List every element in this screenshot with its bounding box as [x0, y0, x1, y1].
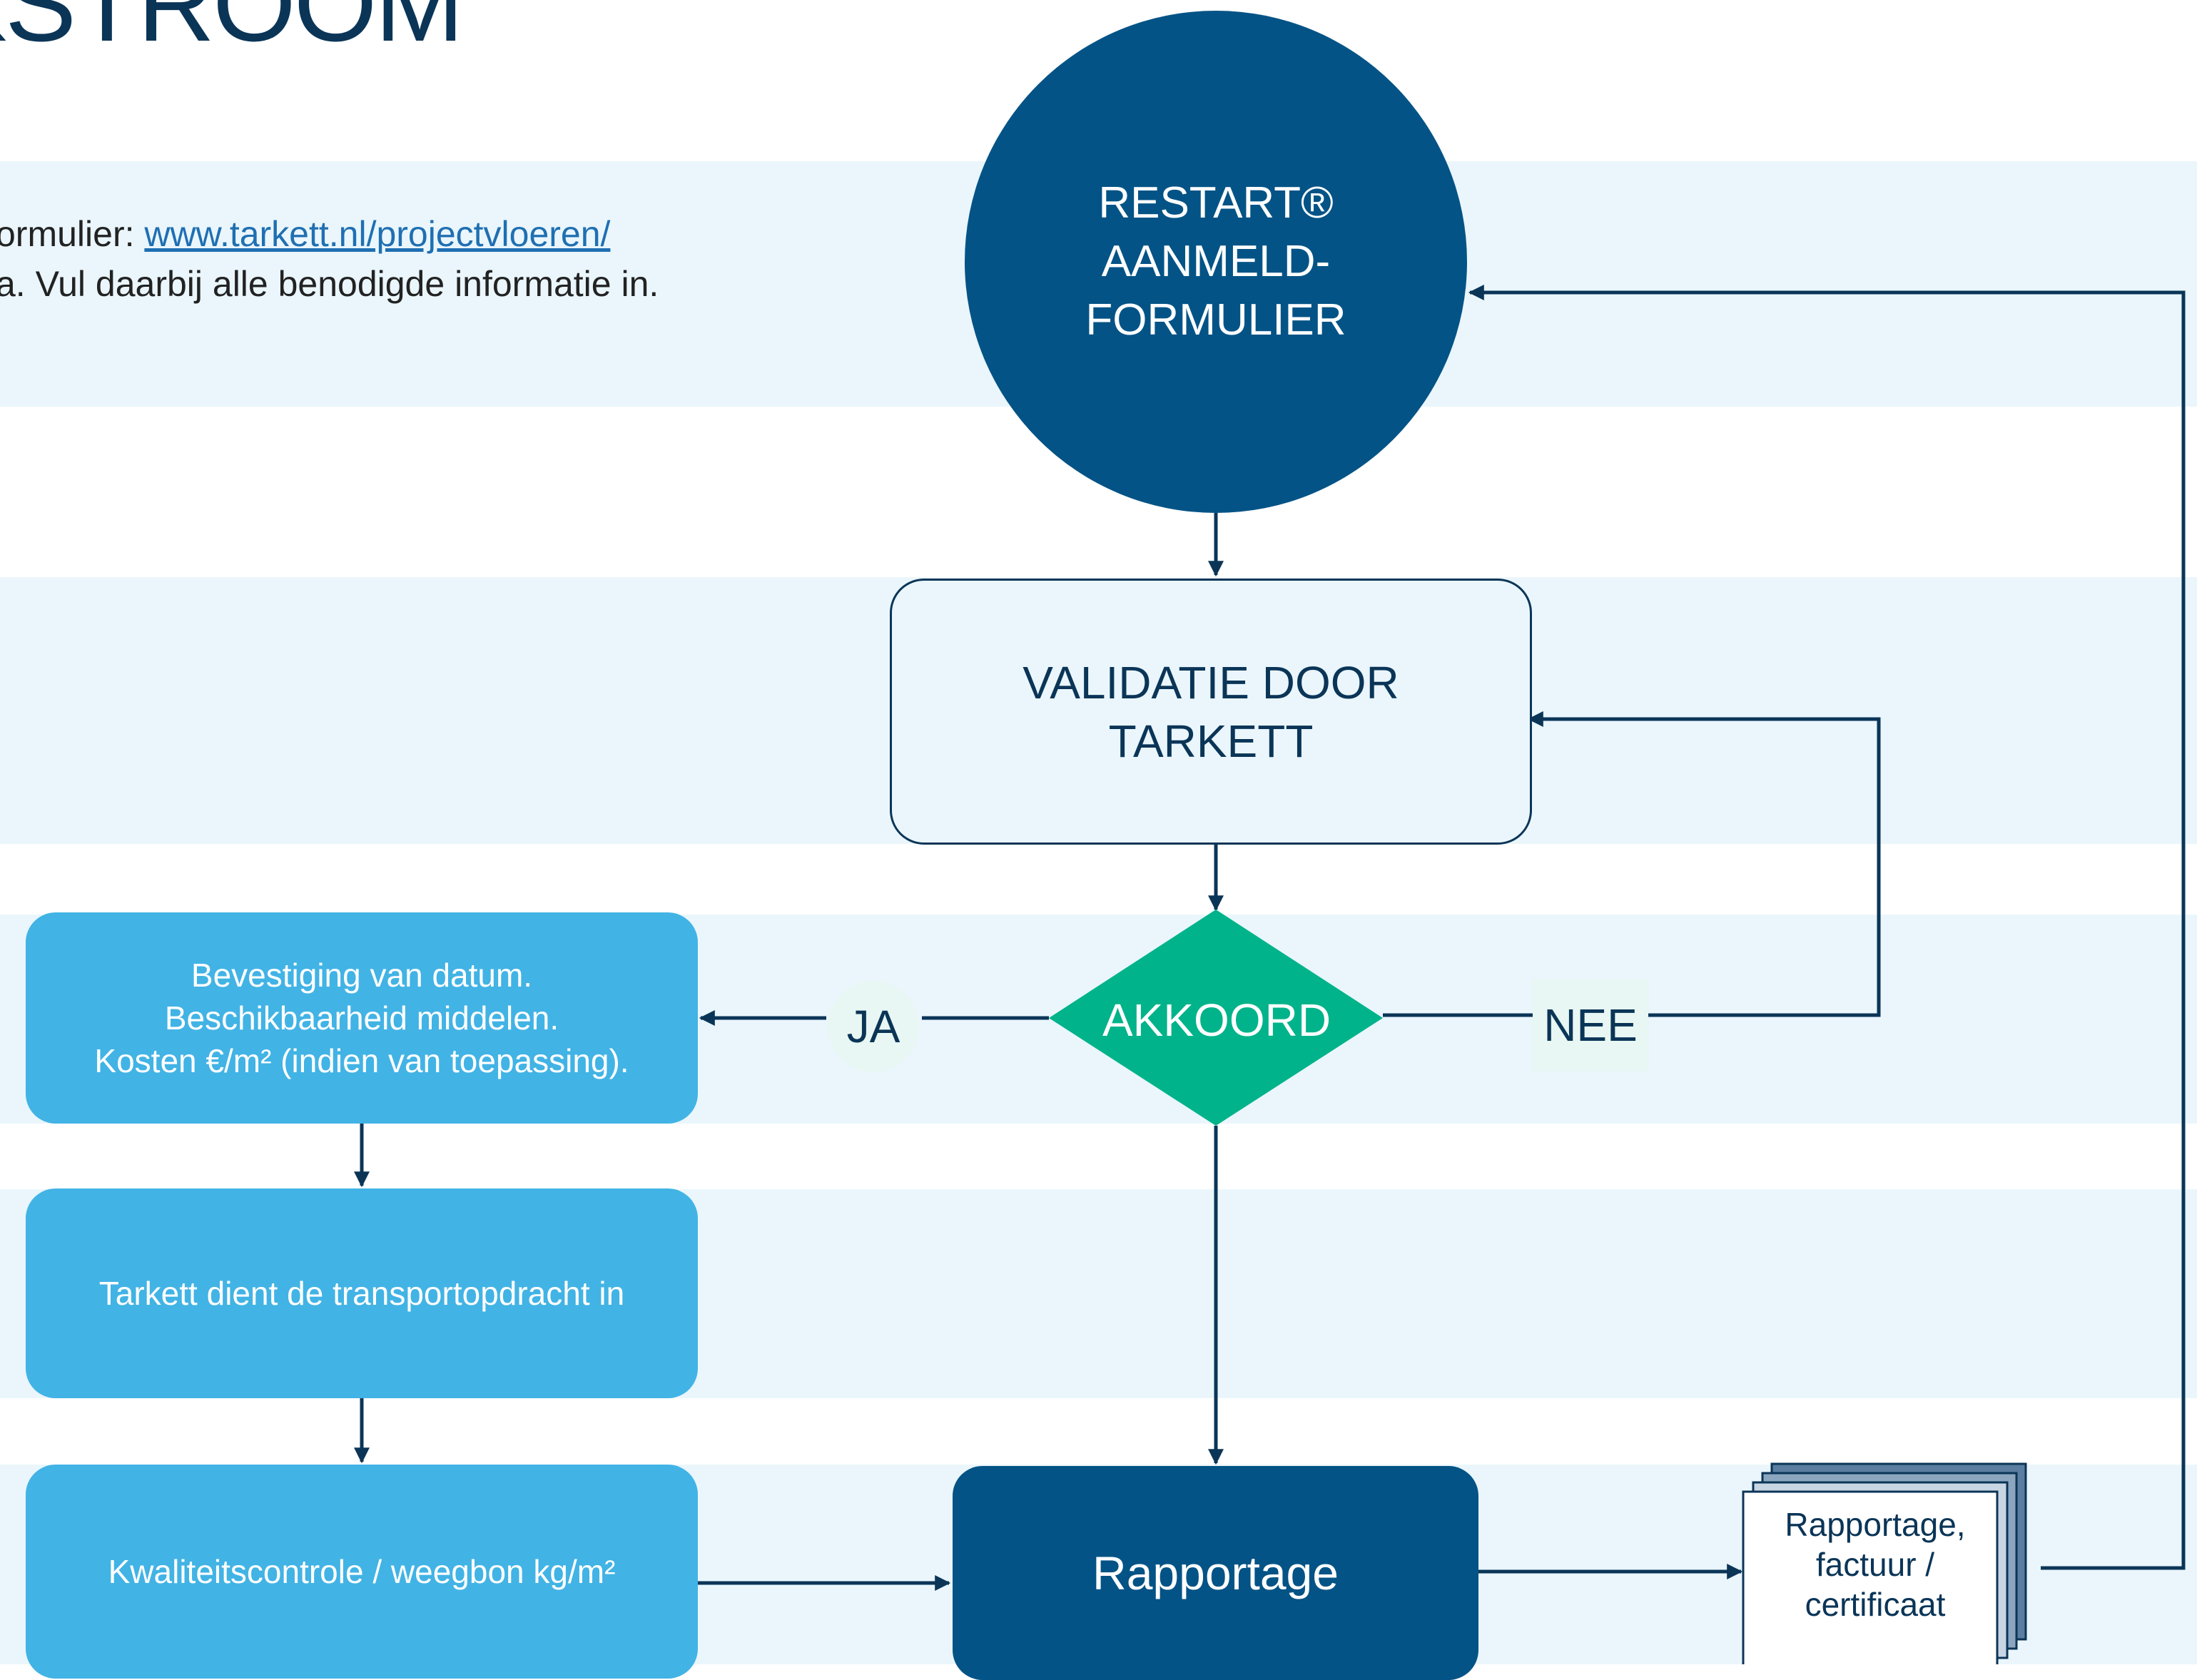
confirmation-node: Bevestiging van datum. Beschikbaarheid m…: [26, 912, 698, 1124]
arrow-documents-to-start: [1468, 285, 2186, 1570]
start-node: RESTART® AANMELD- FORMULIER: [965, 11, 1467, 513]
quality-control-node-label: Kwaliteitscontrole / weegbon kg/m²: [108, 1553, 616, 1590]
validation-node: VALIDATIE DOOR TARKETT: [890, 579, 1532, 845]
yes-label: JA: [828, 981, 919, 1072]
projectvloeren-link[interactable]: www.tarkett.nl/projectvloeren/: [144, 214, 611, 254]
report-node: Rapportage: [953, 1466, 1478, 1680]
decision-diamond: [1049, 910, 1383, 1126]
confirmation-node-label: Bevestiging van datum. Beschikbaarheid m…: [94, 957, 629, 1079]
intro-line-1: ormulier: www.tarkett.nl/projectvloeren/: [0, 209, 659, 259]
transport-node-label: Tarkett dient de transportopdracht in: [98, 1275, 625, 1312]
documents-label: Rapportage, factuur / certificaat: [1745, 1490, 2006, 1639]
report-node-label: Rapportage: [1092, 1547, 1339, 1599]
intro-text: ormulier: www.tarkett.nl/projectvloeren/…: [0, 209, 659, 309]
validation-node-label: VALIDATIE DOOR TARKETT: [1023, 656, 1399, 767]
intro-line-2: a. Vul daarbij alle benodigde informatie…: [0, 264, 659, 304]
decision-label: AKKOORD: [1102, 994, 1331, 1046]
page-title: KSTROOM: [0, 0, 464, 63]
quality-control-node: Kwaliteitscontrole / weegbon kg/m²: [26, 1465, 698, 1679]
intro-prefix: ormulier:: [0, 214, 145, 254]
transport-node: Tarkett dient de transportopdracht in: [26, 1188, 698, 1398]
documents-stack-icon: [1742, 1462, 2027, 1664]
no-label: NEE: [1533, 979, 1648, 1071]
start-node-label: RESTART® AANMELD- FORMULIER: [1085, 178, 1346, 345]
documents-label-text: Rapportage, factuur / certificaat: [1785, 1506, 1966, 1623]
arrow-nee-to-validation: [1527, 711, 1881, 1017]
